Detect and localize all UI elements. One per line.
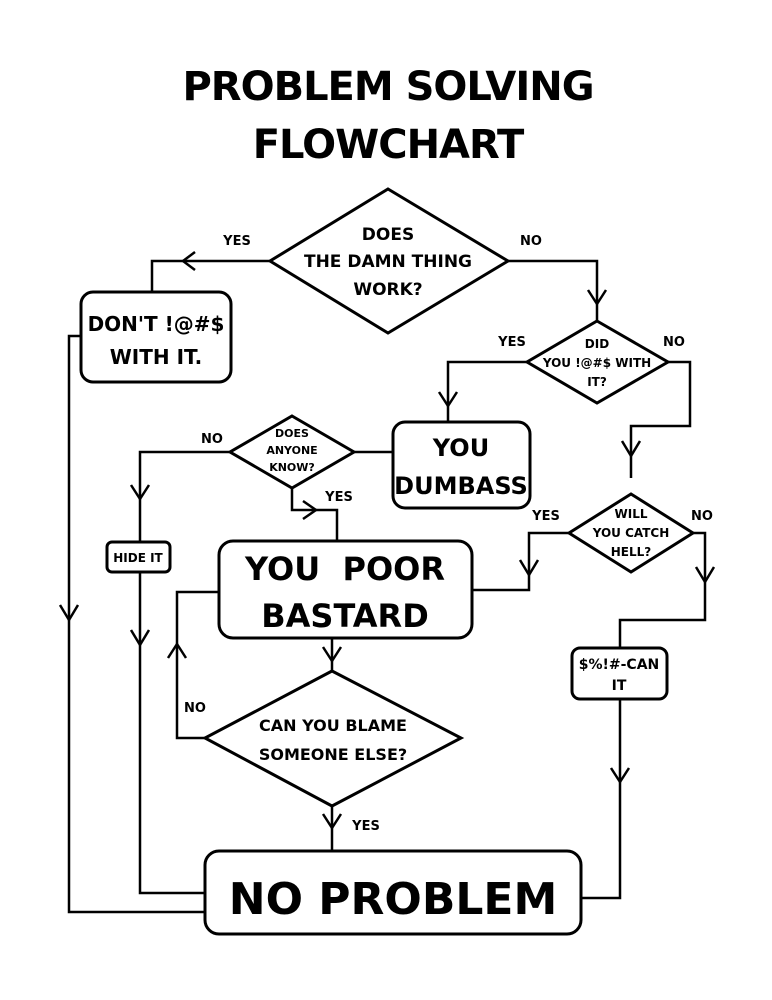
title-line-1: PROBLEM SOLVING	[182, 64, 593, 110]
node-text-line: DID	[585, 337, 609, 351]
decision-diamond	[201, 669, 465, 808]
label-know-yes: YES	[324, 490, 353, 505]
label-did-yes: YES	[497, 335, 526, 350]
edge-work-no	[508, 259, 599, 320]
label-work-yes: YES	[222, 234, 251, 249]
edge-did-no	[629, 360, 692, 478]
node-text-line: YOU !@#$ WITH	[542, 356, 651, 370]
arrow-left-work-yes	[180, 251, 196, 271]
node-you-poor-bastard: YOU POOR BASTARD	[217, 539, 474, 640]
node-anyone-know: DOES ANYONE KNOW?	[227, 414, 357, 490]
edge-know-no	[138, 450, 230, 542]
label-hell-no: NO	[691, 509, 713, 524]
process-box	[105, 540, 172, 574]
edge-did-yes	[446, 360, 527, 422]
label-hell-yes: YES	[531, 509, 560, 524]
process-box	[217, 539, 474, 640]
node-hide-it: HIDE IT	[105, 540, 172, 574]
node-text-line: WILL	[615, 507, 648, 521]
node-text-line: SOMEONE ELSE?	[259, 745, 407, 764]
arrow-right-know-yes	[302, 499, 319, 521]
node-text-line: YOU	[432, 434, 489, 462]
label-blame-yes: YES	[351, 819, 380, 834]
node-text-line: HIDE IT	[113, 551, 163, 565]
node-you-dumbass: YOU DUMBASS	[391, 420, 532, 510]
decision-diamond	[566, 492, 696, 574]
node-text-line: YOU CATCH	[592, 526, 670, 540]
node-text-line: IT	[612, 678, 627, 694]
edge-can-it-to-no-problem	[581, 699, 622, 900]
arrow-down-bastard-to-blame	[321, 646, 343, 664]
node-text-line: NO PROBLEM	[229, 874, 558, 925]
node-blame-someone-else: CAN YOU BLAME SOMEONE ELSE?	[201, 669, 465, 808]
node-text-line: THE DAMN THING	[304, 252, 472, 272]
arrow-down-hell-no	[694, 566, 716, 585]
decision-diamond	[227, 414, 357, 490]
node-can-it: $%!#-CAN IT	[570, 646, 669, 701]
label-know-no: NO	[201, 432, 223, 447]
arrow-up-blame-no	[166, 641, 188, 659]
node-will-you-catch-hell: WILL YOU CATCH HELL?	[566, 492, 696, 574]
edge-dont-touch-to-no-problem	[67, 334, 205, 914]
node-no-problem: NO PROBLEM	[203, 849, 583, 936]
label-work-no: NO	[520, 234, 542, 249]
edge-work-yes	[150, 259, 270, 292]
node-text-line: WITH IT.	[110, 345, 203, 369]
node-text-line: YOU POOR	[244, 550, 445, 588]
label-blame-no: NO	[184, 701, 206, 716]
node-text-line: DUMBASS	[394, 472, 528, 500]
title-line-2: FLOWCHART	[253, 122, 525, 168]
node-dont-touch: DON'T !@#$ WITH IT.	[79, 290, 233, 384]
node-text-line: KNOW?	[269, 461, 315, 474]
node-text-line: DOES	[275, 427, 309, 440]
node-does-it-work: DOES THE DAMN THING WORK?	[267, 187, 511, 335]
node-text-line: WORK?	[353, 280, 422, 300]
arrow-down-did-no	[620, 440, 642, 459]
node-text-line: HELL?	[611, 545, 652, 559]
arrow-down-blame-yes	[321, 813, 343, 831]
edge-hell-yes	[472, 531, 569, 592]
node-text-line: DON'T !@#$	[88, 312, 225, 336]
decision-diamond	[524, 319, 671, 405]
arrow-down-hide-it	[129, 629, 151, 648]
process-box	[570, 646, 669, 701]
process-box	[79, 290, 233, 384]
edge-blame-no	[175, 590, 219, 740]
arrow-down-know-no	[129, 484, 151, 502]
node-text-line: IT?	[587, 375, 607, 389]
edge-hell-no	[618, 531, 707, 648]
node-text-line: DOES	[362, 225, 414, 245]
label-did-no: NO	[663, 335, 685, 350]
node-text-line: $%!#-CAN	[579, 657, 660, 673]
node-did-you: DID YOU !@#$ WITH IT?	[524, 319, 671, 405]
node-text-line: ANYONE	[266, 444, 317, 457]
node-text-line: CAN YOU BLAME	[259, 716, 407, 735]
decision-diamond	[267, 187, 511, 335]
node-text-line: BASTARD	[261, 597, 429, 635]
arrow-down-can-it	[609, 767, 631, 785]
arrow-down-work-no	[586, 289, 608, 307]
process-box	[391, 420, 532, 510]
edge-hide-it-to-no-problem	[138, 572, 205, 895]
arrow-down-left-rail	[58, 604, 80, 623]
process-box	[203, 849, 583, 936]
arrow-down-hell-yes	[518, 559, 540, 578]
arrow-down-did-yes	[437, 391, 459, 409]
connectors	[58, 251, 716, 914]
